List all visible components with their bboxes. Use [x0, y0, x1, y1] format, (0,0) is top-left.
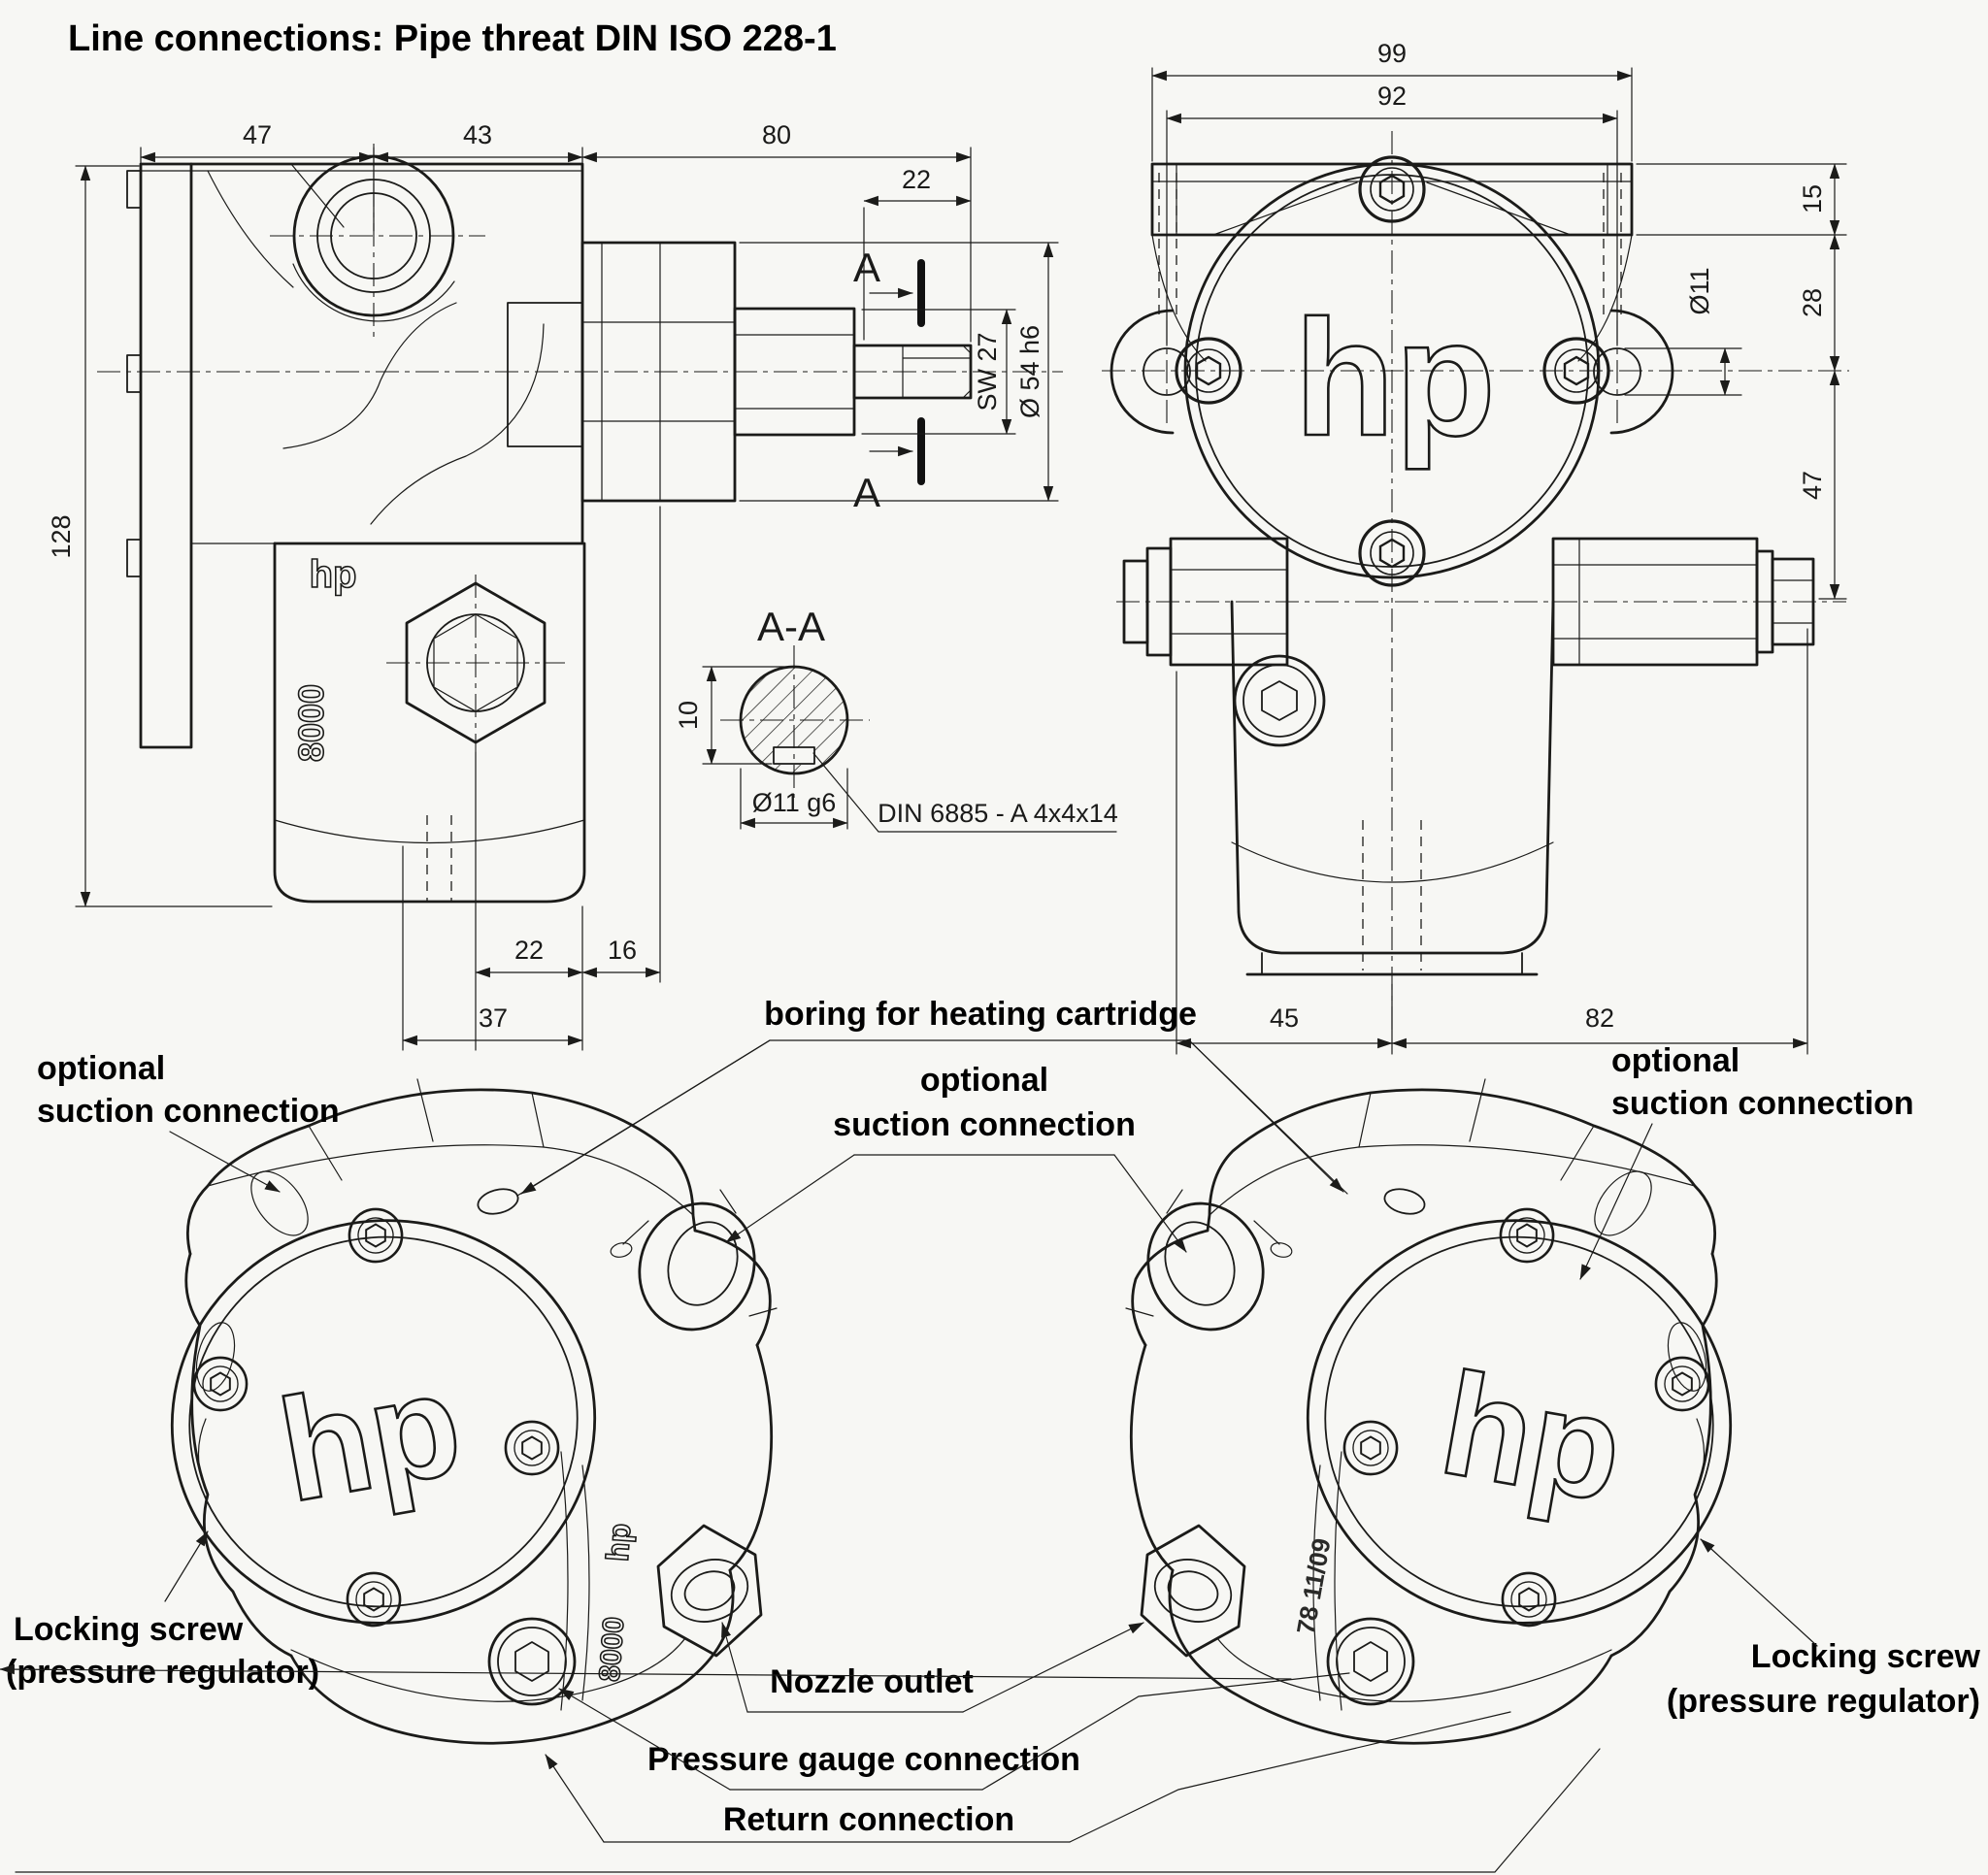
section-aa-view: A-A 10 Ø11 g6 DIN 6885 - A 4x4x14	[674, 604, 1118, 833]
hp-logo-side-plate: hp	[600, 1522, 638, 1562]
date-stamp: 78 11/09	[1291, 1536, 1337, 1636]
callout-nozzle: Nozzle outlet	[770, 1663, 974, 1700]
hp-logo-side-view: hp	[310, 553, 357, 596]
dim-10: 10	[674, 701, 703, 730]
hp-logo-front-view: hp	[1294, 286, 1496, 471]
dim-28: 28	[1798, 288, 1827, 317]
callout-locking-left-1: Locking screw	[14, 1611, 244, 1648]
callout-suction-left-1: optional	[37, 1050, 165, 1087]
side-view: hp 8000 A A	[97, 144, 1063, 904]
dim-37: 37	[479, 1003, 508, 1033]
callout-locking-right-2: (pressure regulator)	[1667, 1683, 1980, 1720]
dim-sw27: SW 27	[973, 332, 1002, 411]
dim-47-front: 47	[1798, 471, 1827, 500]
front-view-dimensions: 99 92 15 28 47 Ø11 45 82	[1151, 39, 1847, 1055]
page-title: Line connections: Pipe threat DIN ISO 22…	[68, 18, 837, 59]
key-spec-label: DIN 6885 - A 4x4x14	[878, 799, 1118, 828]
dim-92: 92	[1377, 82, 1407, 111]
dim-16: 16	[608, 936, 637, 965]
dim-15: 15	[1798, 184, 1827, 214]
side-view-dimensions: 47 43 80 22 SW 27 Ø 54 h6 128 22 16 37	[47, 120, 1059, 1051]
callout-suction-left-2: suction connection	[37, 1093, 340, 1130]
callout-return: Return connection	[723, 1801, 1014, 1838]
socket-screw-front-view	[1233, 654, 1326, 747]
nozzle-nut	[656, 1524, 763, 1658]
dim-82: 82	[1585, 1003, 1614, 1033]
section-cut-marks: A A	[853, 245, 925, 515]
callout-boring: boring for heating cartridge	[764, 996, 1197, 1033]
hp-logo-iso-right: hp	[1431, 1341, 1635, 1532]
iso-view-right	[1125, 1078, 1733, 1745]
dim-dia11-g6: Ø11 g6	[752, 788, 837, 817]
section-mark-a-bottom: A	[853, 470, 880, 515]
callout-pressure: Pressure gauge connection	[647, 1741, 1080, 1778]
section-mark-a-top: A	[853, 245, 880, 290]
callout-suction-center-2: suction connection	[833, 1106, 1136, 1143]
callout-suction-right-2: suction connection	[1611, 1085, 1914, 1122]
section-title: A-A	[757, 604, 825, 649]
dim-99: 99	[1377, 39, 1407, 68]
dim-dia11: Ø11	[1685, 267, 1714, 314]
model-number-iso-left: 8000	[594, 1616, 631, 1683]
callout-locking-right-1: Locking screw	[1751, 1638, 1981, 1675]
dim-22-bottom: 22	[514, 936, 544, 965]
dim-22-shaft: 22	[902, 165, 931, 194]
dim-dia54: Ø 54 h6	[1015, 325, 1044, 418]
iso-view-left	[170, 1078, 778, 1745]
callouts: optional suction connection boring for h…	[0, 996, 1981, 1873]
callout-locking-left-2: (pressure regulator)	[6, 1654, 319, 1691]
callout-suction-center-1: optional	[920, 1062, 1048, 1099]
pressure-screw-iso	[487, 1617, 577, 1706]
dim-47: 47	[243, 120, 272, 149]
hp-logo-iso-left: hp	[269, 1341, 473, 1532]
dim-43: 43	[463, 120, 492, 149]
dim-45: 45	[1270, 1003, 1299, 1033]
callout-suction-right-1: optional	[1611, 1042, 1740, 1079]
dim-80: 80	[762, 120, 791, 149]
front-view: hp	[1102, 131, 1849, 1031]
model-number-side-view: 8000	[291, 684, 331, 762]
dim-128: 128	[47, 514, 76, 558]
